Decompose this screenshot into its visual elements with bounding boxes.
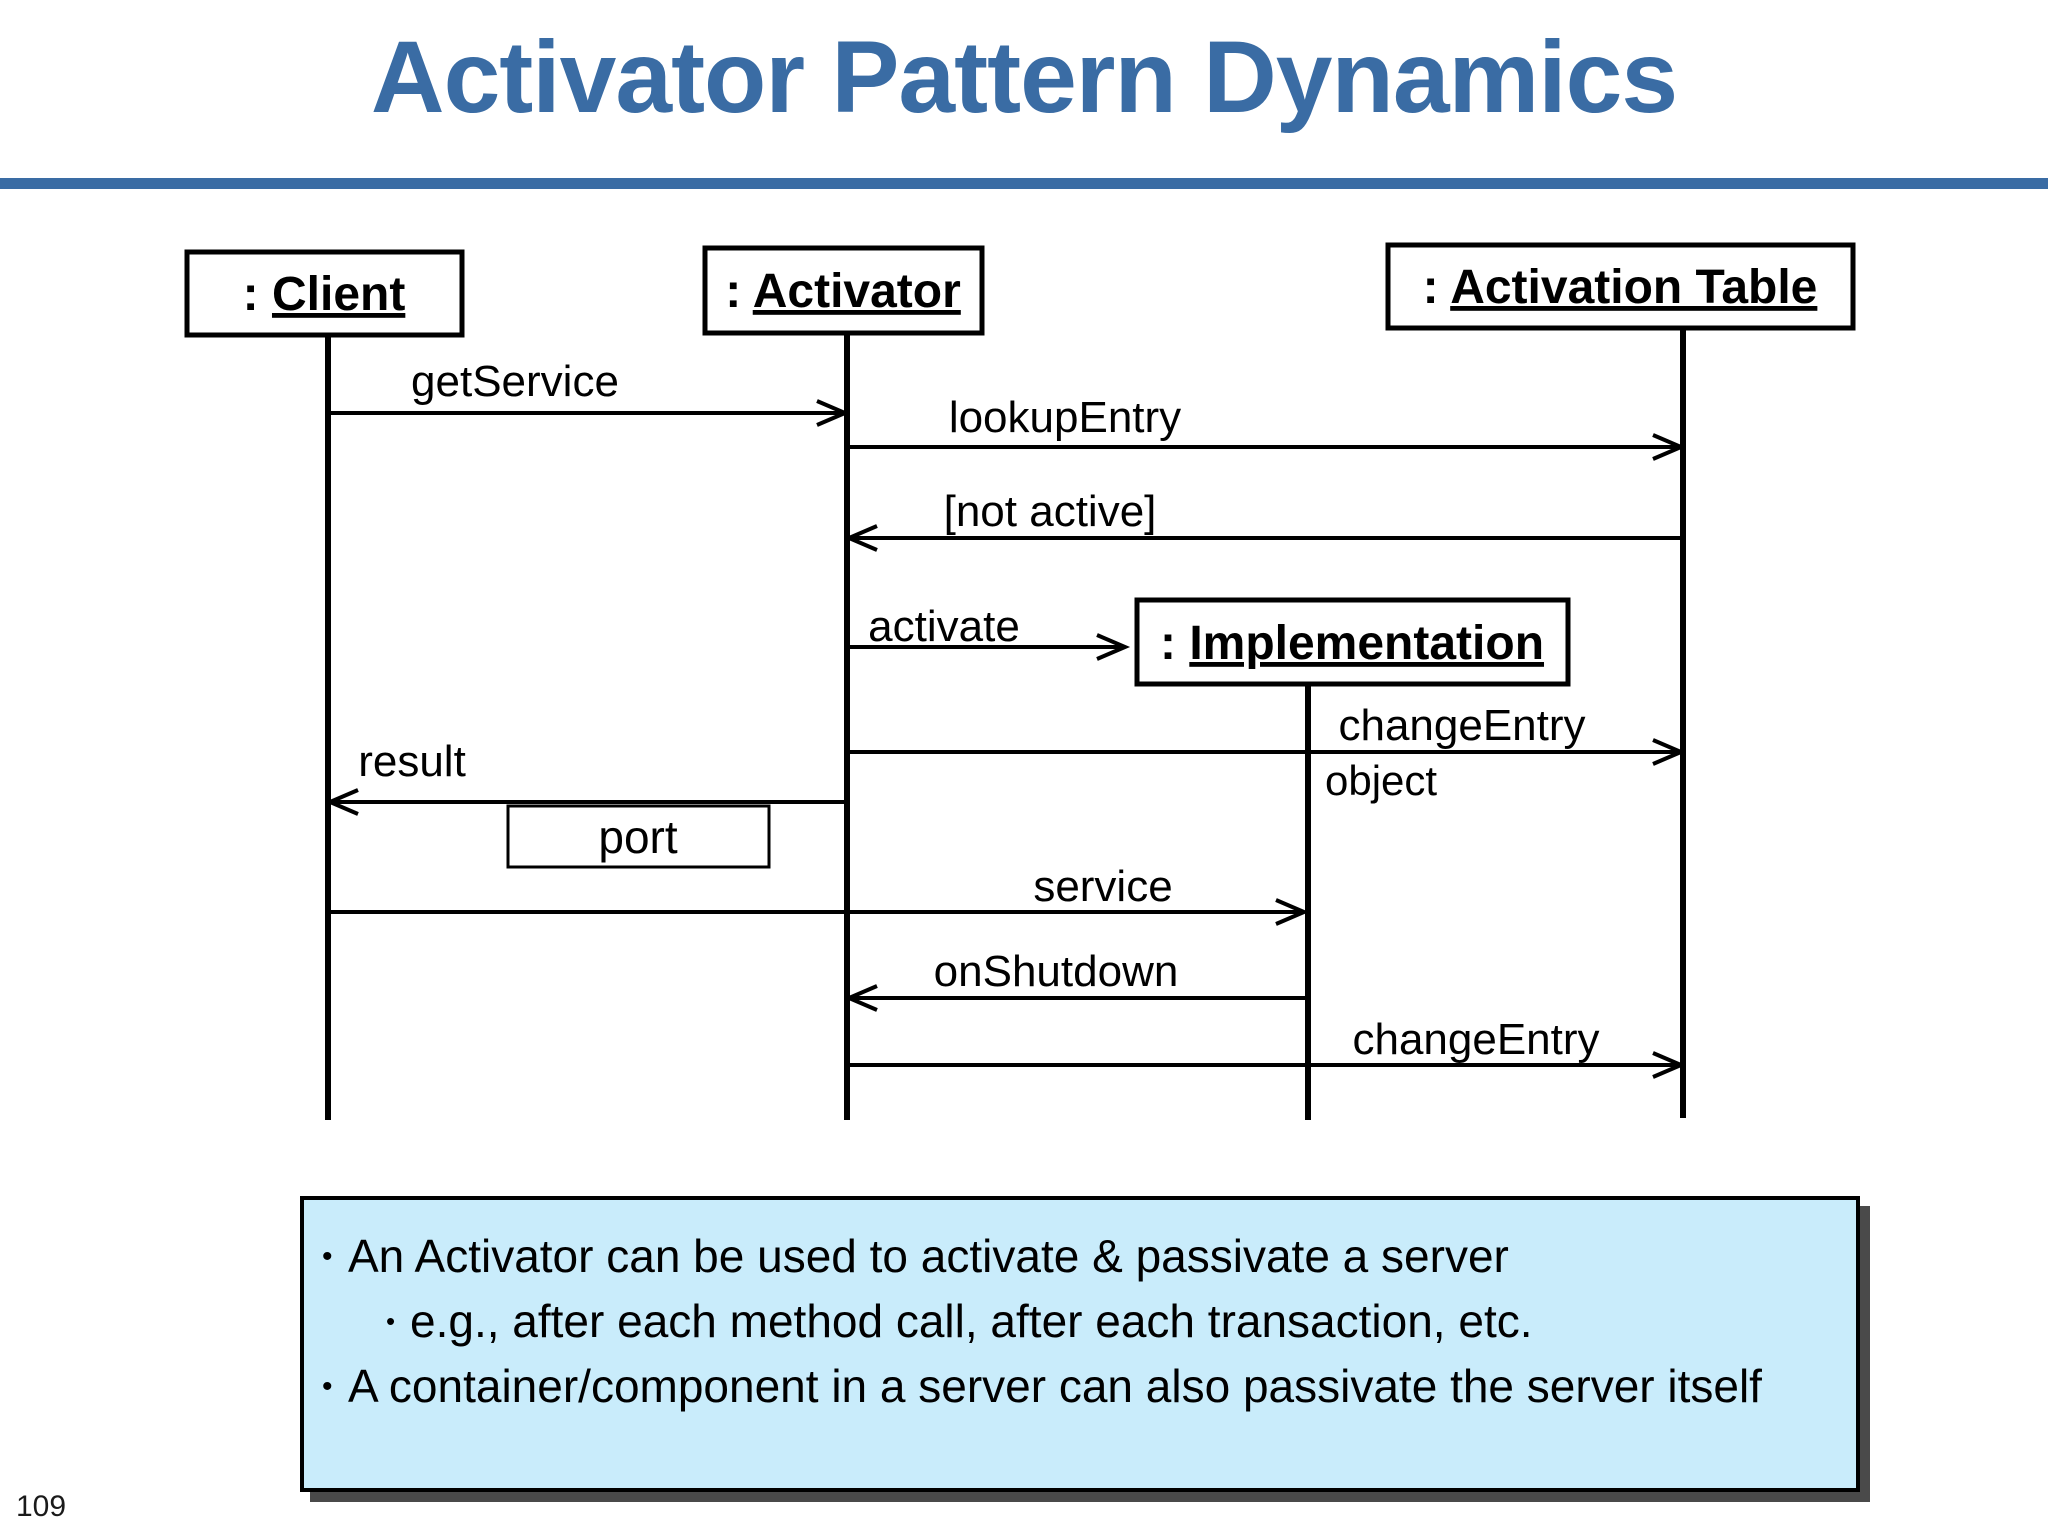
note-bullet-2: • e.g., after each method call, after ea… <box>386 1289 1828 1354</box>
arrowhead-service <box>1275 898 1310 926</box>
label-port: port <box>598 811 677 863</box>
label-lookup-entry: lookupEntry <box>949 393 1181 442</box>
label-service: service <box>1033 862 1172 911</box>
page-number: 109 <box>16 1490 67 1523</box>
arrowhead-change-entry-1 <box>1652 738 1687 766</box>
label-activate: activate <box>868 602 1020 651</box>
object-box-activator <box>702 245 985 336</box>
arrowhead-result <box>324 788 359 816</box>
arrowhead-change-entry-2 <box>1652 1051 1687 1079</box>
bullet-icon: • <box>386 1306 396 1336</box>
label-change-entry-2: changeEntry <box>1352 1015 1599 1064</box>
label-get-service: getService <box>411 357 619 406</box>
note-text: An Activator can be used to activate & p… <box>348 1230 1509 1282</box>
label-change-entry-arg: object <box>1325 757 1437 804</box>
object-box-client <box>184 249 465 338</box>
note-text: A container/component in a server can al… <box>348 1360 1762 1412</box>
object-box-implementation <box>1134 597 1571 687</box>
label-on-shutdown: onShutdown <box>934 947 1179 996</box>
note-bullet-3: • A container/component in a server can … <box>322 1354 1828 1419</box>
port-box <box>506 804 771 869</box>
object-label-client: : Client <box>243 268 406 321</box>
notes-box: • An Activator can be used to activate &… <box>300 1196 1860 1492</box>
bullet-icon: • <box>322 1370 333 1403</box>
arrowhead-get-service <box>816 399 851 427</box>
bullet-icon: • <box>322 1240 333 1273</box>
arrowhead-lookup-entry <box>1652 433 1687 461</box>
arrowhead-not-active <box>843 524 878 552</box>
label-not-active: [not active] <box>944 487 1157 536</box>
label-change-entry-1: changeEntry <box>1338 701 1585 750</box>
note-text: e.g., after each method call, after each… <box>410 1295 1533 1347</box>
note-bullet-1: • An Activator can be used to activate &… <box>322 1224 1828 1289</box>
object-label-implementation: : Implementation <box>1160 617 1544 670</box>
arrowhead-on-shutdown <box>843 984 878 1012</box>
title-divider <box>0 178 2048 189</box>
arrowhead-activate <box>1096 633 1131 661</box>
object-label-activation-table: : Activation Table <box>1423 261 1818 314</box>
page-title: Activator Pattern Dynamics <box>370 20 1678 134</box>
label-result: result <box>358 737 466 786</box>
object-label-activator: : Activator <box>725 265 961 318</box>
object-box-activation-table <box>1385 242 1856 331</box>
